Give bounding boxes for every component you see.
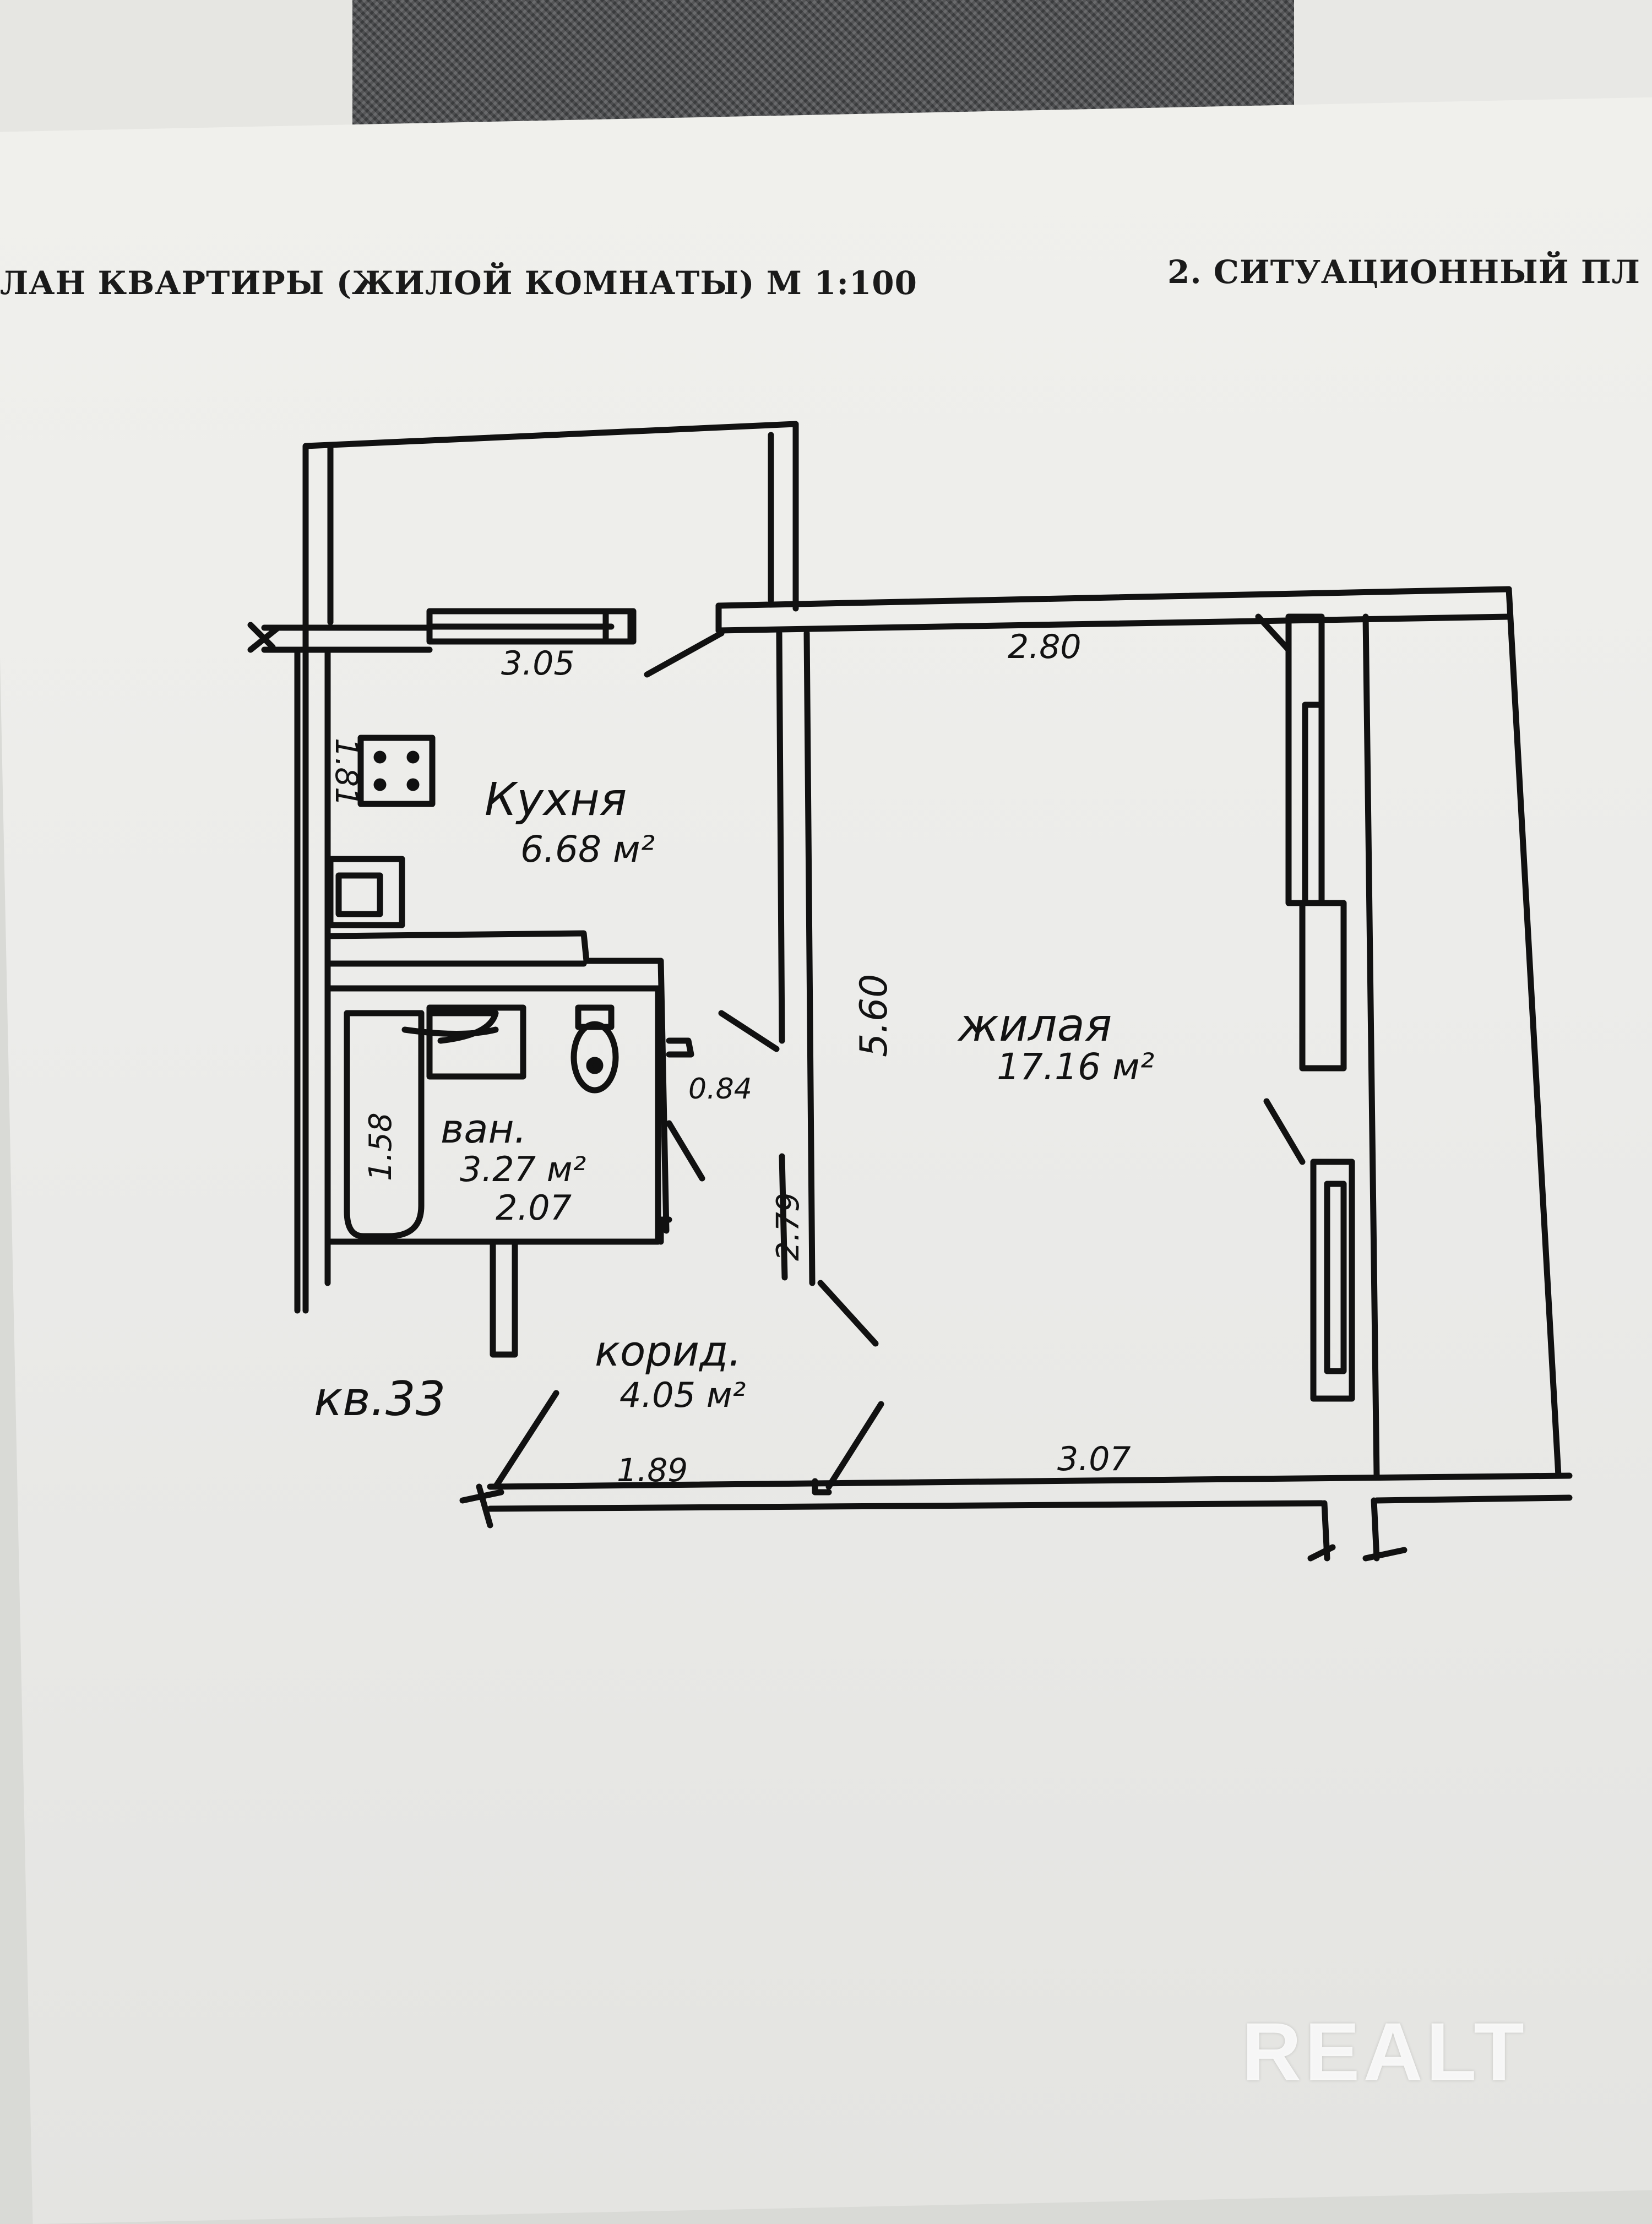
toilet-icon <box>570 1004 619 1094</box>
realt-watermark: REALT <box>1242 2005 1528 2098</box>
interior-walls <box>324 627 884 1496</box>
apartment-number: кв.33 <box>314 1372 445 1427</box>
corridor-side-dimension: 2.79 <box>770 1192 806 1261</box>
kitchen-side-dimension: 1.81 <box>328 738 364 807</box>
bath-area: 3.27 м² <box>460 1149 586 1189</box>
living-windows <box>1255 613 1355 1402</box>
stove-icon <box>357 735 436 807</box>
kitchen-window <box>426 608 637 645</box>
entry-markers <box>247 622 504 1529</box>
balcony <box>302 421 799 1314</box>
living-name: жилая <box>957 999 1112 1052</box>
closet-dimension: 0.84 <box>688 1073 752 1106</box>
sink-icon <box>327 856 405 928</box>
bath-length-dimension: 1.58 <box>363 1112 399 1181</box>
plan-title: ЛАН КВАРТИРЫ (ЖИЛОЙ КОМНАТЫ) М 1:100 <box>0 264 918 302</box>
living-top-dimension: 2.80 <box>1008 628 1082 666</box>
bath-width-dimension: 2.07 <box>496 1188 572 1228</box>
situation-plan-title: 2. СИТУАЦИОННЫЙ ПЛ <box>1167 253 1640 291</box>
kitchen-top-dimension: 3.05 <box>501 644 575 683</box>
bottom-right-dimension: 3.07 <box>1057 1440 1131 1478</box>
corridor-area: 4.05 м² <box>620 1375 746 1415</box>
corridor-name: корид. <box>595 1326 742 1375</box>
kitchen-area: 6.68 м² <box>520 828 655 871</box>
document-heading: ЛАН КВАРТИРЫ (ЖИЛОЙ КОМНАТЫ) М 1:100 2. … <box>0 253 1652 330</box>
bath-name: ван. <box>441 1106 527 1152</box>
bottom-left-dimension: 1.89 <box>617 1451 688 1489</box>
living-area: 17.16 м² <box>997 1046 1154 1088</box>
washbasin-icon <box>401 1004 526 1080</box>
living-side-dimension: 5.60 <box>852 974 896 1057</box>
kitchen-name: Кухня <box>485 774 627 826</box>
